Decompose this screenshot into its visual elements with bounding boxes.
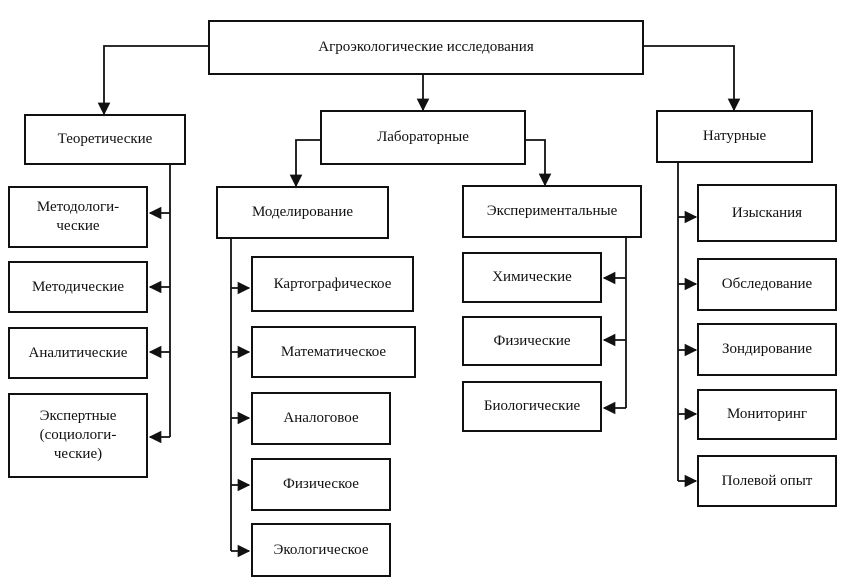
leaf-field-3: Зондирование — [697, 323, 837, 376]
leaf-experimental-2: Физические — [462, 316, 602, 366]
leaf-field-4: Мониторинг — [697, 389, 837, 440]
leaf-theoretical-4: Экспертные (социологи- ческие) — [8, 393, 148, 478]
leaf-theoretical-3: Аналитические — [8, 327, 148, 379]
node-theoretical: Теоретические — [24, 114, 186, 165]
node-theoretical-label: Теоретические — [57, 131, 153, 147]
leaf-label: Аналоговое — [283, 410, 359, 426]
leaf-label: Физическое — [283, 476, 359, 492]
leaf-label: Химические — [492, 269, 572, 285]
leaf-theoretical-1: Методологи- ческие — [8, 186, 148, 248]
leaf-modeling-2: Математическое — [251, 326, 416, 378]
leaf-label: Мониторинг — [726, 406, 808, 422]
arrow-laboratory-to-experimental — [525, 139, 552, 187]
leaf-theoretical-2: Методические — [8, 261, 148, 313]
arrow-root-to-theoretical — [97, 45, 208, 116]
leaf-modeling-4: Физическое — [251, 458, 391, 511]
leaf-experimental-1: Химические — [462, 252, 602, 303]
node-experimental: Экспериментальные — [462, 185, 642, 238]
leaf-label: Методологи- ческие — [36, 199, 120, 234]
arrow-root-to-field — [643, 45, 741, 112]
leaf-label: Экспертные (социологи- ческие) — [39, 408, 117, 462]
leaf-label: Физические — [493, 332, 571, 349]
root-node: Агроэкологические исследования — [208, 20, 644, 75]
leaf-field-2: Обследование — [697, 258, 837, 311]
leaf-field-1: Изыскания — [697, 184, 837, 242]
node-field: Натурные — [656, 110, 813, 163]
leaf-label: Биологические — [483, 398, 581, 414]
node-laboratory-label: Лабораторные — [377, 129, 469, 145]
node-modeling: Моделирование — [216, 186, 389, 239]
leaf-label: Изыскания — [731, 204, 803, 221]
root-node-label: Агроэкологические исследования — [318, 39, 534, 55]
leaf-label: Математическое — [280, 343, 387, 360]
node-laboratory: Лабораторные — [320, 110, 526, 165]
arrow-laboratory-to-modeling — [289, 139, 321, 188]
leaf-label: Методические — [31, 278, 125, 295]
leaf-modeling-1: Картографическое — [251, 256, 414, 312]
leaf-label: Картографическое — [273, 275, 392, 292]
leaf-field-5: Полевой опыт — [697, 455, 837, 507]
node-field-label: Натурные — [702, 128, 767, 144]
leaf-experimental-3: Биологические — [462, 381, 602, 432]
leaf-label: Полевой опыт — [721, 472, 813, 489]
leaf-modeling-5: Экологическое — [251, 523, 391, 577]
leaf-label: Обследование — [721, 276, 813, 292]
leaf-label: Аналитические — [28, 344, 128, 361]
leaf-label: Зондирование — [722, 341, 812, 357]
node-modeling-label: Моделирование — [251, 204, 354, 220]
node-experimental-label: Экспериментальные — [486, 203, 618, 219]
leaf-modeling-3: Аналоговое — [251, 392, 391, 445]
leaf-label: Экологическое — [273, 541, 369, 558]
